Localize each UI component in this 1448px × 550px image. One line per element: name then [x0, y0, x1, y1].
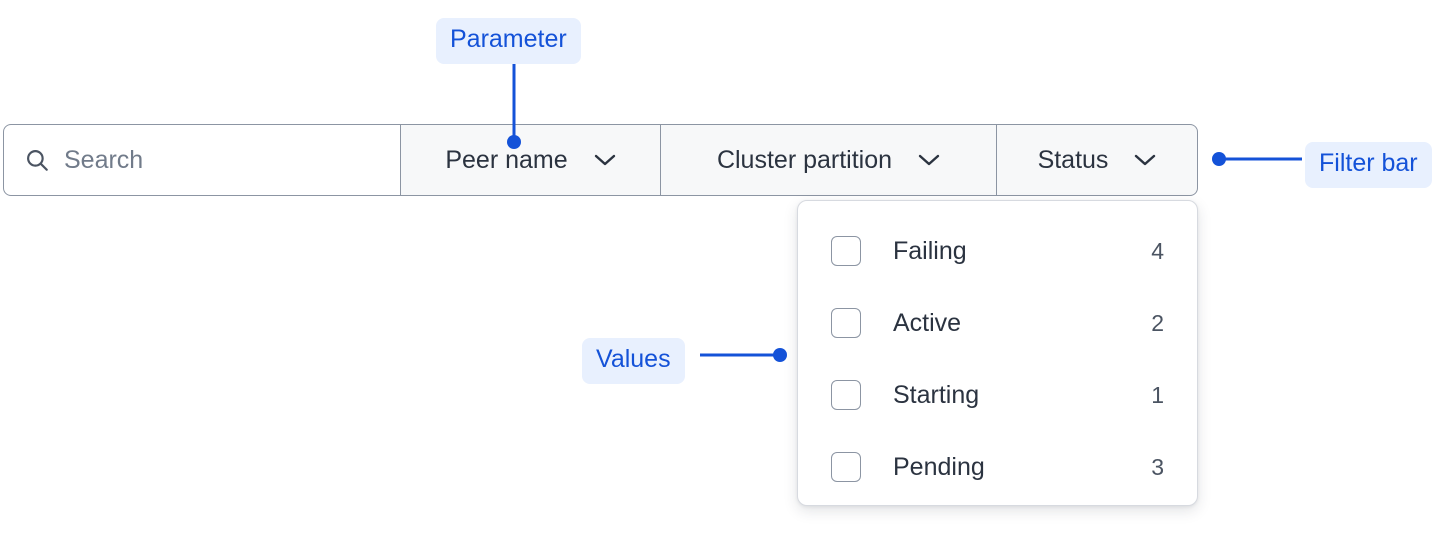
chevron-down-icon — [918, 154, 940, 166]
checkbox-active[interactable] — [831, 308, 861, 338]
checkbox-pending[interactable] — [831, 452, 861, 482]
search-field[interactable] — [3, 124, 401, 196]
search-icon — [27, 150, 48, 171]
filter-button-status[interactable]: Status — [997, 124, 1198, 196]
dropdown-option-active[interactable]: Active 2 — [798, 287, 1197, 359]
dropdown-option-active-count: 2 — [1151, 309, 1164, 336]
dropdown-option-starting[interactable]: Starting 1 — [798, 359, 1197, 431]
annotation-label-parameter: Parameter — [436, 18, 581, 64]
dropdown-option-active-label: Active — [893, 308, 962, 337]
filter-button-cluster-partition[interactable]: Cluster partition — [661, 124, 997, 196]
annotation-label-filter-bar: Filter bar — [1305, 142, 1432, 188]
dropdown-option-failing[interactable]: Failing 4 — [798, 215, 1197, 287]
filter-button-group: Peer name Cluster partition Status — [401, 124, 1198, 196]
status-dropdown-panel: Failing 4 Active 2 Starting 1 Pending 3 — [797, 200, 1198, 506]
filter-bar: Peer name Cluster partition Status — [3, 124, 1198, 196]
filter-button-status-label: Status — [1037, 145, 1109, 174]
chevron-down-icon — [594, 154, 615, 166]
dropdown-option-starting-count: 1 — [1151, 381, 1164, 408]
filter-button-cluster-partition-label: Cluster partition — [716, 145, 893, 174]
dropdown-option-pending-count: 3 — [1151, 453, 1164, 480]
dropdown-option-failing-count: 4 — [1151, 237, 1164, 264]
connector-dot-values — [773, 348, 787, 362]
dropdown-option-failing-label: Failing — [893, 236, 967, 265]
dropdown-option-starting-label: Starting — [893, 380, 980, 409]
filter-button-peer-name[interactable]: Peer name — [401, 124, 661, 196]
dropdown-option-pending-label: Pending — [893, 452, 985, 481]
filter-button-peer-name-label: Peer name — [445, 145, 568, 174]
annotation-label-values: Values — [582, 338, 685, 384]
checkbox-failing[interactable] — [831, 236, 861, 266]
search-input[interactable] — [64, 145, 384, 175]
checkbox-starting[interactable] — [831, 380, 861, 410]
chevron-down-icon — [1135, 154, 1156, 166]
dropdown-option-pending[interactable]: Pending 3 — [798, 431, 1197, 503]
connector-dot-filter-bar — [1212, 152, 1226, 166]
